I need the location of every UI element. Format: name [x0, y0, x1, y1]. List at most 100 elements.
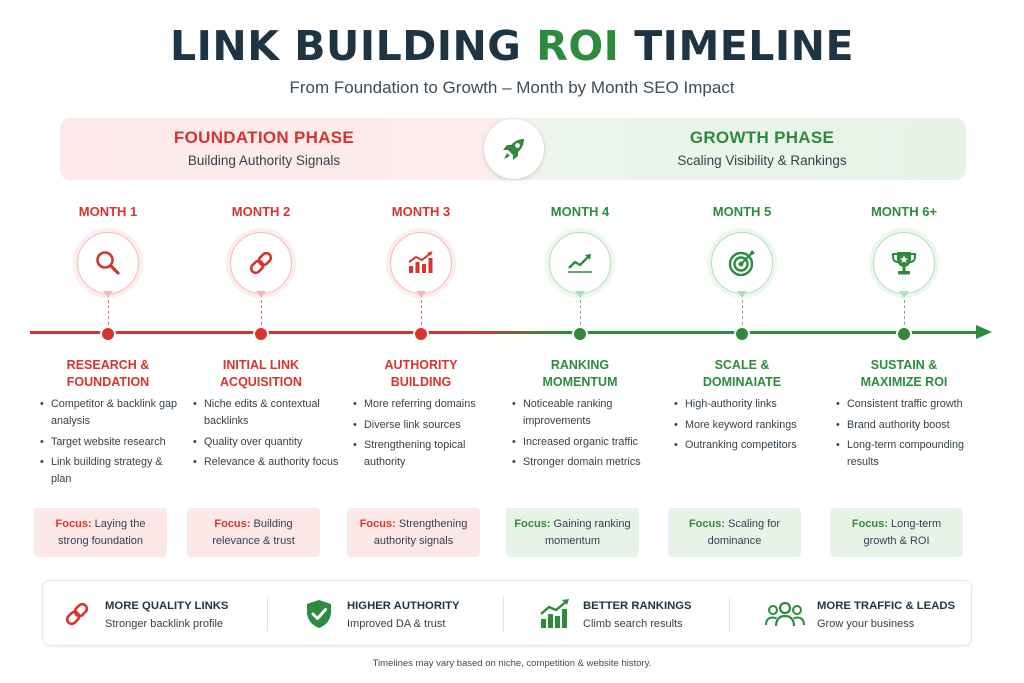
divider	[503, 597, 504, 631]
bullet-list: Competitor & backlink gap analysis Targe…	[38, 396, 186, 492]
foundation-phase-subtitle: Building Authority Signals	[187, 153, 341, 168]
month-1-column: MONTH 1 RESEARCH &FOUNDATION Competitor …	[33, 196, 183, 566]
bullet-item: Outranking competitors	[672, 437, 820, 454]
bullet-item: Diverse link sources	[351, 417, 499, 434]
month-3-column: MONTH 3 AUTHORITY BUILDING More referring…	[346, 196, 496, 566]
benefit-title: MORE TRAFFIC & LEADS	[817, 600, 956, 612]
growth-phase-title: GROWTH PHASE	[689, 128, 835, 147]
stage-title-line-2: MAXIMIZE ROI	[860, 375, 948, 389]
shield-check-icon	[301, 596, 337, 632]
bullet-item: Quality over quantity	[191, 434, 339, 451]
month-label: MONTH 2	[231, 204, 291, 219]
bullet-item: Relevance & authority focus	[191, 454, 339, 471]
foundation-phase: FOUNDATION PHASE Building Authority Sign…	[64, 118, 464, 180]
icon-pointer	[416, 291, 426, 298]
trend-line-icon	[549, 232, 611, 294]
stage-title-line-1: AUTHORITY	[384, 358, 458, 372]
page-title: LINK BUILDING ROI TIMELINE	[0, 22, 1024, 70]
stage-title: RESEARCH &FOUNDATION	[33, 357, 183, 391]
timeline-dot	[734, 326, 750, 342]
icon-pointer	[737, 291, 747, 298]
benefit-subtitle: Climb search results	[583, 618, 683, 630]
timeline-line	[30, 331, 978, 334]
stage-title: RANKING MOMENTUM	[505, 357, 655, 391]
timeline-dot	[413, 326, 429, 342]
stage-title-line-2: ACQUISITION	[220, 375, 302, 389]
bullet-item: More keyword rankings	[672, 417, 820, 434]
focus-box: Focus: Laying the strong foundation	[34, 508, 167, 557]
stage-title: INITIAL LINK ACQUISITION	[186, 357, 336, 391]
timeline-dot	[100, 326, 116, 342]
stage-title-line-2: FOUNDATION	[66, 375, 150, 389]
month-label: MONTH 6+	[870, 204, 938, 219]
bullet-item: Competitor & backlink gap analysis	[38, 396, 186, 430]
bullet-item: Niche edits & contextual backlinks	[191, 396, 339, 430]
stage-title-line-2: MOMENTUM	[542, 375, 618, 389]
dashed-connector	[741, 300, 743, 330]
benefit-title: BETTER RANKINGS	[583, 600, 692, 612]
dashed-connector	[579, 300, 581, 330]
bullet-item: Noticeable ranking improvements	[510, 396, 658, 430]
focus-text: Building relevance & trust	[212, 517, 295, 547]
divider	[267, 597, 268, 631]
icon-pointer	[256, 291, 266, 298]
bullet-list: Noticeable ranking improvements Increase…	[510, 396, 658, 475]
dashed-connector	[107, 300, 109, 330]
benefit-subtitle: Improved DA & trust	[347, 618, 446, 630]
benefits-bar: MORE QUALITY LINKS Stronger backlink pro…	[42, 580, 972, 646]
stage-title-line-1: SUSTAIN &	[870, 358, 938, 372]
bullet-item: Link building strategy & plan	[38, 454, 186, 488]
month-2-column: MONTH 2 INITIAL LINK ACQUISITION Niche ed…	[186, 196, 339, 566]
growth-phase: GROWTH PHASE Scaling Visibility & Rankin…	[562, 118, 962, 180]
bullet-item: Strengthening topical authority	[351, 437, 499, 471]
bullet-list: High-authority links More keyword rankin…	[672, 396, 820, 458]
stage-title-line-2: BUILDING	[390, 375, 452, 389]
bullet-item: Increased organic traffic	[510, 434, 658, 451]
focus-label: Focus:	[688, 517, 725, 530]
focus-box: Focus: Building relevance & trust	[187, 508, 320, 557]
title-accent: ROI	[536, 22, 620, 70]
title-main: LINK BUILDING	[170, 22, 522, 70]
stage-title: AUTHORITY BUILDING	[346, 357, 496, 391]
focus-text: Laying the strong foundation	[57, 517, 146, 547]
focus-box: Focus: Long-term growth & ROI	[830, 508, 963, 557]
stage-title-line-1: SCALE &	[714, 358, 770, 372]
focus-label: Focus:	[514, 517, 551, 530]
bullet-list: Niche edits & contextual backlinks Quali…	[191, 396, 339, 475]
chain-link-icon	[230, 232, 292, 294]
stage-title: SCALE &DOMINAIATE	[667, 357, 817, 391]
focus-box: Focus: Scaling for dominance	[668, 508, 801, 557]
timeline-dot	[253, 326, 269, 342]
link-icon	[59, 596, 95, 632]
benefit-subtitle: Grow your business	[817, 618, 915, 630]
focus-label: Focus:	[851, 517, 888, 530]
focus-label: Focus:	[359, 517, 396, 530]
timeline-arrowhead	[976, 325, 992, 339]
divider	[729, 597, 730, 631]
stage-title-line-1: INITIAL LINK	[222, 358, 300, 372]
people-group-icon	[763, 596, 807, 632]
dashed-connector	[260, 300, 262, 330]
title-end: TIMELINE	[634, 22, 854, 70]
focus-text: Long-term growth & ROI	[863, 517, 942, 547]
dashed-connector	[903, 300, 905, 330]
month-6-column: MONTH 6+ SUSTAIN & MAXIMIZE ROI Consisten…	[829, 196, 979, 566]
growth-phase-subtitle: Scaling Visibility & Rankings	[677, 153, 847, 168]
rising-bar-chart-icon	[390, 232, 452, 294]
month-label: MONTH 1	[78, 204, 138, 219]
timeline-dot	[572, 326, 588, 342]
bullet-item: Brand authority boost	[834, 417, 982, 434]
focus-label: Focus:	[55, 517, 92, 530]
focus-text: Scaling for dominance	[707, 517, 781, 547]
stage-title-line-1: RANKING	[550, 358, 610, 372]
phase-band: FOUNDATION PHASE Building Authority Sign…	[60, 118, 966, 180]
icon-pointer	[899, 291, 909, 298]
trophy-icon	[873, 232, 935, 294]
bullet-item: Consistent traffic growth	[834, 396, 982, 413]
month-label: MONTH 3	[391, 204, 451, 219]
benefit-title: HIGHER AUTHORITY	[347, 600, 460, 612]
bullet-list: More referring domains Diverse link sour…	[351, 396, 499, 475]
page-subtitle: From Foundation to Growth – Month by Mon…	[289, 78, 735, 97]
benefit-subtitle: Stronger backlink profile	[105, 618, 224, 630]
